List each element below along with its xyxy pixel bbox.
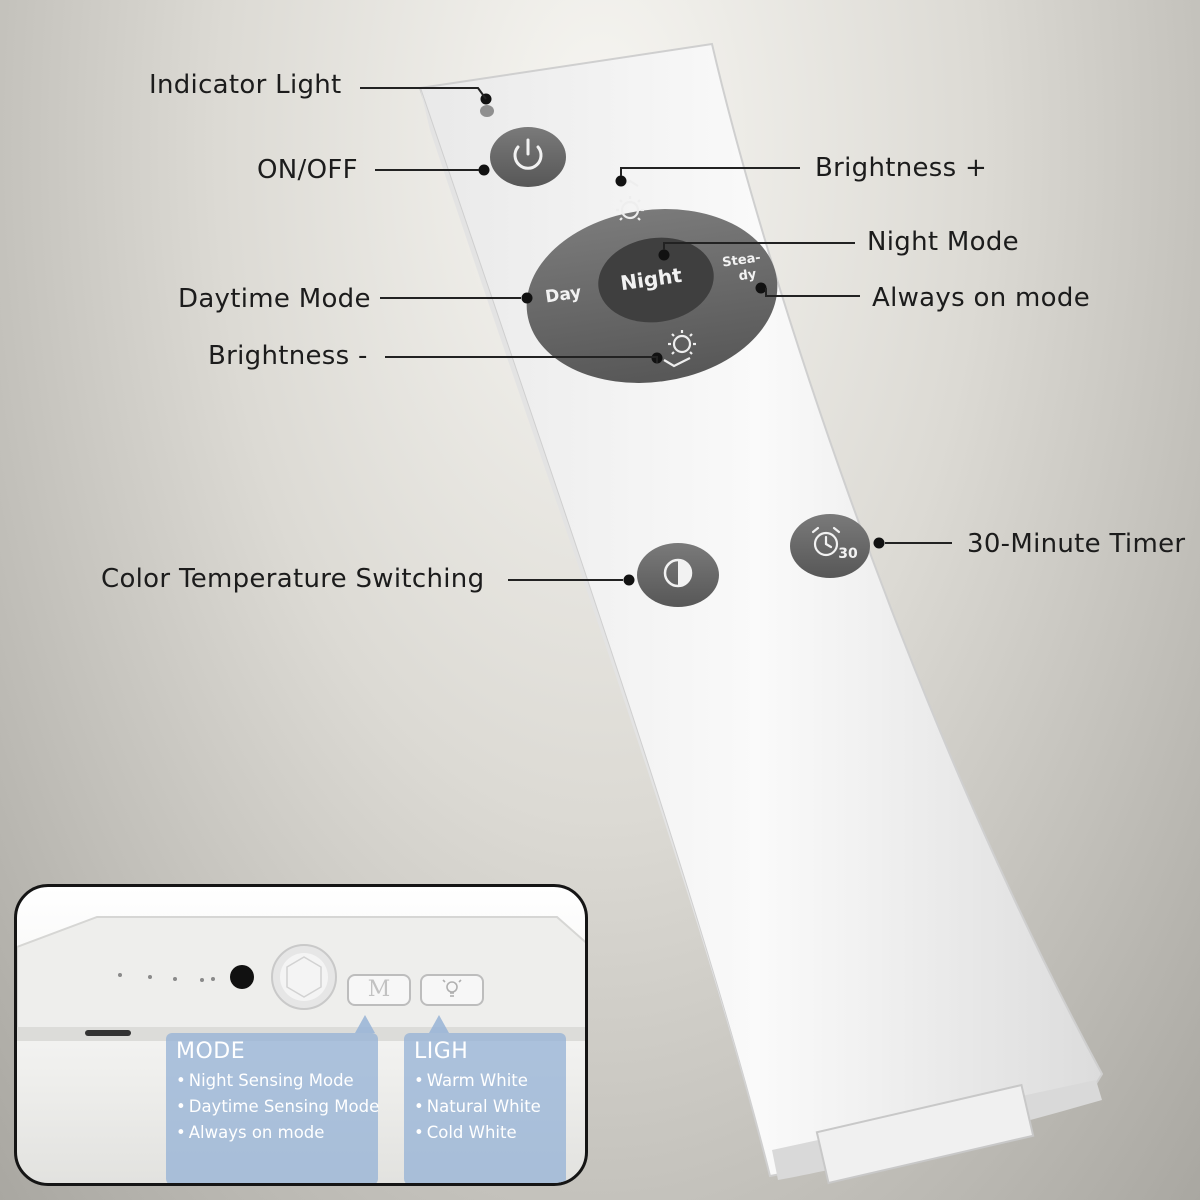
mode-item: Always on mode	[176, 1120, 368, 1146]
power-button[interactable]	[490, 127, 566, 187]
indicator-light-label: Indicator Light	[149, 70, 342, 100]
light-info-box: LIGH Warm White Natural White Cold White	[404, 1033, 566, 1183]
steady-button-label-1[interactable]: Stea-	[721, 250, 761, 270]
light-info-title: LIGH	[414, 1039, 469, 1064]
sun-down-icon	[663, 330, 696, 368]
mode-item: Night Sensing Mode	[176, 1068, 368, 1094]
alarm-clock-icon	[811, 526, 841, 557]
timer-button[interactable]: 30	[790, 514, 870, 578]
steady-button-label-2[interactable]: dy	[738, 267, 758, 284]
bulb-icon	[442, 979, 462, 997]
brightness-plus-label: Brightness +	[815, 153, 988, 183]
mode-info-title: MODE	[176, 1039, 246, 1064]
on-off-label: ON/OFF	[257, 155, 358, 185]
mode-info-box: MODE Night Sensing Mode Daytime Sensing …	[166, 1033, 380, 1183]
daytime-mode-label: Daytime Mode	[178, 284, 371, 314]
timer-label: 30-Minute Timer	[967, 529, 1186, 559]
ir-sensor	[230, 965, 254, 989]
timer-button-number: 30	[838, 546, 858, 562]
light-item: Cold White	[414, 1120, 556, 1146]
light-item: Natural White	[414, 1094, 556, 1120]
control-pad: Night Day Stea- dy	[526, 179, 778, 383]
power-icon	[513, 138, 543, 170]
indicator-light	[480, 105, 494, 117]
inset-panel: M MODE Night Sensing Mode Daytime Sensin…	[14, 884, 588, 1186]
motion-sensor-icon	[271, 944, 337, 1010]
night-mode-label: Night Mode	[867, 227, 1019, 257]
m-button-letter: M	[367, 977, 391, 1002]
always-on-mode-label: Always on mode	[872, 283, 1090, 313]
callout-lines	[360, 87, 952, 581]
light-button[interactable]	[420, 974, 484, 1006]
color-temperature-button[interactable]	[637, 543, 719, 607]
light-item: Warm White	[414, 1068, 556, 1094]
m-button[interactable]	[347, 974, 411, 1006]
status-dots	[118, 973, 215, 982]
color-temperature-label: Color Temperature Switching	[101, 564, 485, 594]
mode-item: Daytime Sensing Mode	[176, 1094, 380, 1120]
night-button[interactable]	[593, 230, 720, 329]
half-circle-icon	[663, 558, 693, 588]
brightness-minus-label: Brightness -	[208, 341, 368, 371]
day-button-label[interactable]: Day	[544, 283, 583, 308]
